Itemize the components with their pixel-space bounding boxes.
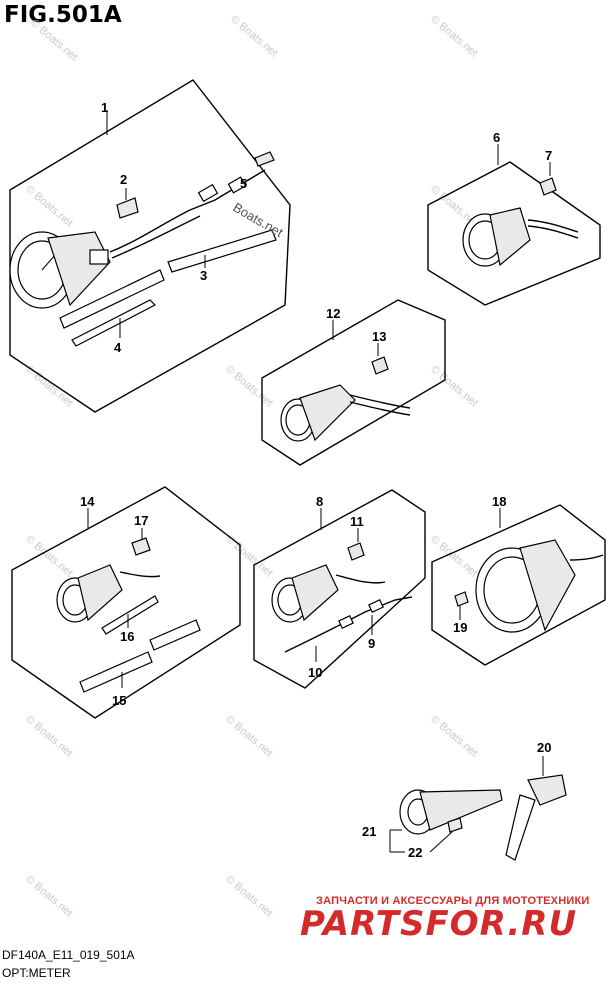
callout-16: 16 — [120, 629, 134, 644]
group-6-gauge-kit: 6 7 — [427, 130, 601, 306]
diagram-code: DF140A_E11_019_501A — [2, 948, 135, 962]
harness-connector-9 — [368, 599, 384, 613]
callout-7: 7 — [545, 148, 552, 163]
callout-5: 5 — [240, 176, 247, 191]
bulb-5 — [254, 151, 275, 167]
gauge-housing — [519, 539, 576, 632]
extension-harness-10 — [284, 596, 413, 653]
bulb-13 — [371, 356, 389, 375]
watermark: © Boats.net — [23, 713, 75, 759]
callout-21: 21 — [362, 824, 376, 839]
gauge-housing — [489, 207, 531, 267]
callout-22: 22 — [408, 845, 422, 860]
cable-tube-3b — [59, 269, 165, 329]
gauge-terminal — [89, 249, 109, 265]
callout-4: 4 — [114, 340, 122, 355]
figure-title: FIG.501A — [4, 2, 122, 28]
gauge-needle — [41, 254, 56, 271]
gauge-wire — [335, 574, 386, 584]
callout-1: 1 — [101, 100, 108, 115]
bulb-19 — [454, 591, 469, 607]
group-8-frame — [253, 489, 426, 689]
gauge-wire — [569, 554, 604, 561]
bulb-17 — [131, 537, 151, 556]
gauge-housing — [291, 564, 339, 622]
watermark: © Boats.net — [23, 873, 75, 919]
callout-10: 10 — [308, 665, 322, 680]
callout-6: 6 — [493, 130, 500, 145]
sender-bracket-20 — [527, 774, 567, 806]
leader-line — [429, 831, 453, 853]
gauge-housing — [77, 564, 123, 622]
brand-logo: PARTSFOR.RU — [300, 904, 578, 944]
gauge-wire — [527, 225, 579, 239]
group-6-frame — [427, 161, 601, 306]
callout-20: 20 — [537, 740, 551, 755]
group-18-frame — [431, 504, 606, 666]
group-20-22-trim-sender: 20 21 22 — [362, 740, 567, 861]
group-14-frame — [11, 486, 241, 719]
watermark: © Boats.net — [428, 533, 480, 579]
wire-harness — [109, 169, 266, 253]
watermark: © Boats.net — [28, 17, 80, 63]
watermark: © Boats.net — [223, 873, 275, 919]
group-12-gauge-kit: 12 13 — [261, 299, 446, 466]
cable-tube-15b — [149, 619, 201, 651]
cable-tube-3 — [167, 229, 277, 273]
bulb-7 — [539, 177, 557, 196]
watermark: © Boats.net — [223, 363, 275, 409]
sender-arm-20 — [505, 794, 536, 861]
callout-11: 11 — [350, 514, 364, 529]
brand-tagline: ЗАПЧАСТИ И АКСЕССУАРЫ ДЛЯ МОТОТЕХНИКИ — [316, 895, 590, 907]
group-8-gauge-kit: 8 11 9 10 — [253, 489, 426, 689]
callout-19: 19 — [453, 620, 467, 635]
watermark: © Boats.net — [23, 183, 75, 229]
gauge-housing — [299, 384, 356, 442]
wire-harness-2 — [111, 215, 201, 259]
harness-connector — [227, 176, 247, 194]
watermark-layer: © Boats.net © Boats.net © Boats.net © Bo… — [23, 13, 480, 919]
gauge-wire — [119, 571, 161, 578]
sender-lever-21 — [419, 789, 503, 831]
diagram-subtitle: OPT:METER — [2, 966, 71, 980]
cable-tube-15 — [79, 651, 153, 693]
group-1-tachometer-kit: 1 2 3 4 5 Boats.net — [9, 79, 291, 413]
callout-15: 15 — [112, 693, 126, 708]
callout-2: 2 — [120, 172, 127, 187]
watermark: © Boats.net — [23, 363, 75, 409]
callout-17: 17 — [134, 513, 148, 528]
watermark: © Boats.net — [428, 713, 480, 759]
bulb-socket-2 — [116, 197, 139, 219]
group-14-gauge-kit: 14 17 16 15 — [11, 486, 241, 719]
group-1-frame — [9, 79, 291, 413]
watermark: © Boats.net — [223, 713, 275, 759]
gauge-wire — [527, 219, 579, 233]
cable-tie-16 — [101, 595, 159, 635]
callout-12: 12 — [326, 306, 340, 321]
callout-3: 3 — [200, 268, 207, 283]
watermark: © Boats.net — [223, 533, 275, 579]
screw-22 — [447, 817, 463, 833]
callout-13: 13 — [372, 329, 386, 344]
gauge-wire — [349, 401, 411, 416]
group-18-gauge-kit: 18 19 — [431, 494, 606, 666]
harness-connector — [338, 615, 354, 629]
callout-8: 8 — [316, 494, 323, 509]
callout-18: 18 — [492, 494, 506, 509]
watermark: © Boats.net — [428, 13, 480, 59]
callout-14: 14 — [80, 494, 95, 509]
group-12-frame — [261, 299, 446, 466]
gauge-wire — [349, 394, 411, 409]
bulb-11 — [347, 542, 365, 561]
watermark: © Boats.net — [428, 363, 480, 409]
callout-9: 9 — [368, 636, 375, 651]
cable-tie-4 — [71, 299, 157, 347]
harness-connector — [197, 183, 219, 203]
watermark: © Boats.net — [228, 13, 280, 59]
